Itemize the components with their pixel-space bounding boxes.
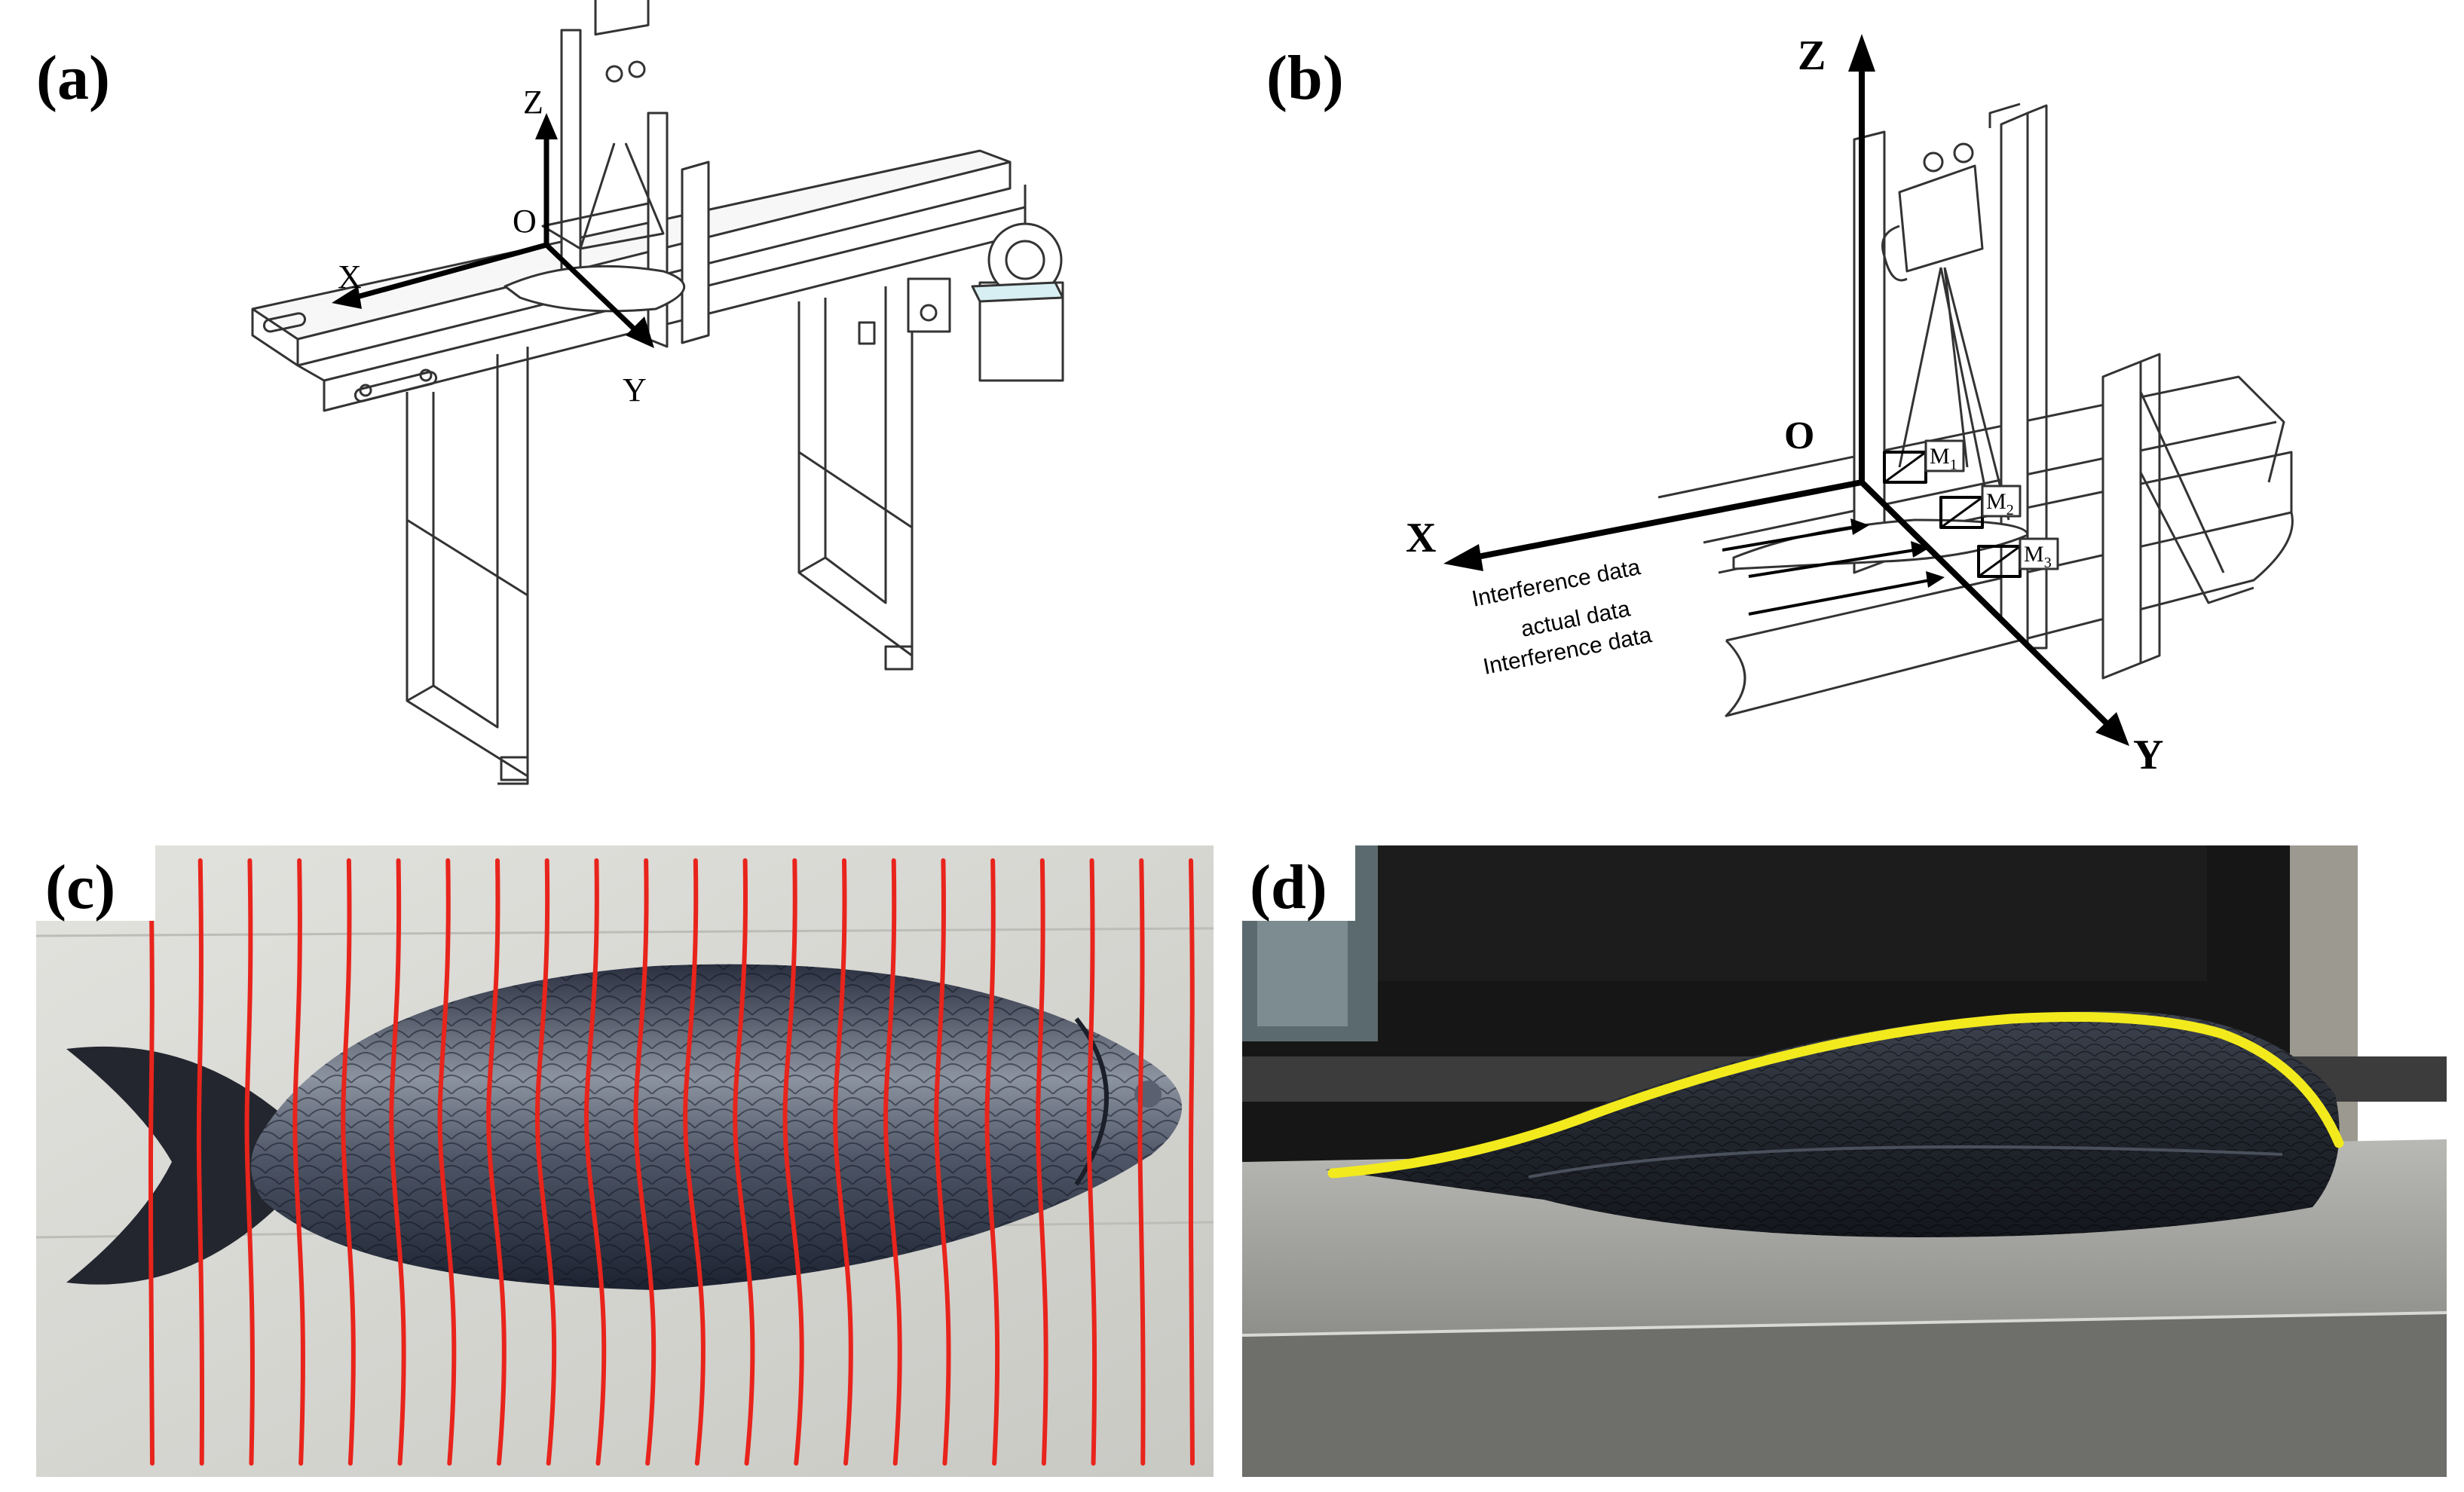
contour-line <box>1188 858 1195 1466</box>
axis-y-label: Y <box>2133 732 2163 778</box>
panel-a-label: (a) <box>36 43 110 113</box>
contour-line <box>683 858 706 1466</box>
fish-tail <box>66 1046 285 1285</box>
contour-line <box>984 858 1000 1466</box>
contour-line <box>292 858 305 1466</box>
contour-line <box>437 858 457 1466</box>
frame-leg-left <box>406 347 529 778</box>
contour-line <box>633 858 657 1466</box>
panel-d-label: (d) <box>1250 852 1327 922</box>
measurement-diagram: Z O X Y M1 M2 M3 Interference data actua… <box>1406 32 2294 778</box>
contour-line <box>486 858 507 1466</box>
marker-m3-label: M3 <box>2024 542 2052 571</box>
contour-line <box>1086 858 1097 1466</box>
panel-b-label: (b) <box>1266 43 1344 113</box>
contour-line <box>389 858 406 1466</box>
marker-m2-label: M2 <box>1986 489 2014 518</box>
contour-line <box>782 858 804 1466</box>
contour-line <box>148 858 155 1466</box>
contour-line <box>833 858 853 1466</box>
contour-line <box>584 858 607 1466</box>
axis-origin-label: O <box>1784 414 1814 457</box>
profile-curve <box>1327 1012 2344 1179</box>
contour-line <box>196 858 205 1466</box>
axis-y-label: Y <box>623 371 647 408</box>
contour-lines <box>148 858 1195 1466</box>
panel-a: (a) <box>0 0 1236 799</box>
contour-line <box>244 858 255 1466</box>
contour-line <box>883 858 902 1466</box>
conveyor-diagram: Z O X Y <box>251 0 1064 785</box>
panel-d: (d) <box>1242 845 2447 1477</box>
fish-contour-photo <box>36 845 1214 1477</box>
camera-icon <box>1898 164 1984 273</box>
axis-z-label: Z <box>1798 32 1826 79</box>
panel-c: (c) <box>36 845 1214 1477</box>
contour-line <box>1036 858 1048 1466</box>
axis-origin-label: O <box>513 203 537 240</box>
contour-line <box>733 858 755 1466</box>
axis-x-label: X <box>338 258 362 295</box>
panel-b: (b) <box>1236 0 2464 799</box>
contour-line <box>1137 858 1146 1466</box>
marker-m1-label: M1 <box>1930 444 1957 473</box>
fish-profile-photo <box>1242 845 2447 1477</box>
axis-x-label: X <box>1406 515 1436 561</box>
frame-leg-right <box>797 279 914 657</box>
contour-line <box>934 858 951 1466</box>
contour-line <box>534 858 557 1466</box>
camera-icon <box>594 0 650 36</box>
panel-c-label: (c) <box>45 852 116 922</box>
contour-line <box>341 858 356 1466</box>
axis-z-label: Z <box>523 84 543 121</box>
